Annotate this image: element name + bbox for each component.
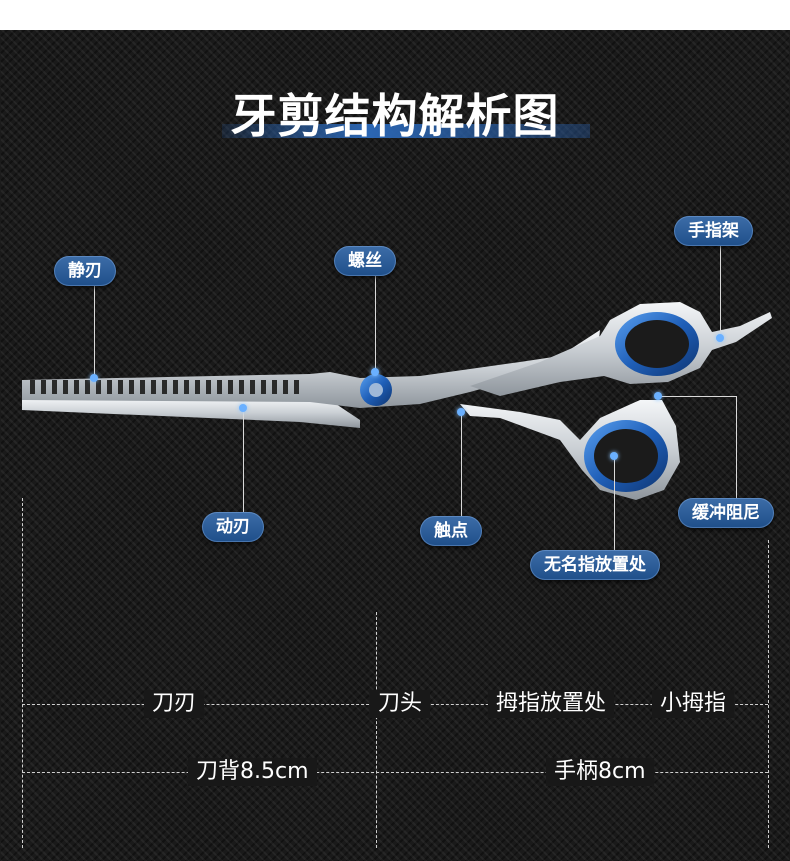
measure-thumb-rest: 拇指放置处 — [488, 690, 615, 718]
label-ring-finger-rest: 无名指放置处 — [530, 550, 660, 580]
contact-point-callout-dot — [457, 408, 465, 416]
title-underline — [222, 124, 590, 138]
buffer-callout-hline — [660, 396, 736, 397]
label-static-blade: 静刃 — [54, 256, 116, 286]
finger-rest-callout-line — [720, 246, 721, 338]
label-finger-rest: 手指架 — [674, 216, 753, 246]
ring-finger-callout-dot — [610, 452, 618, 460]
blade-teeth — [30, 380, 299, 394]
guide-right — [768, 540, 769, 848]
buffer-callout-dot — [654, 392, 662, 400]
guide-mid — [376, 612, 377, 848]
static-blade-callout-dot — [90, 374, 98, 382]
measure-handle: 手柄8cm — [546, 758, 654, 786]
moving-blade-callout-dot — [239, 404, 247, 412]
measure-row-2-line — [22, 772, 768, 773]
label-buffer: 缓冲阻尼 — [678, 498, 774, 528]
guide-left — [22, 498, 23, 848]
static-blade-callout-line — [94, 286, 95, 378]
measure-little-thumb: 小拇指 — [652, 690, 735, 718]
moving-blade-callout-line — [243, 408, 244, 512]
top-white-bar — [0, 0, 790, 30]
buffer-callout-vline — [736, 396, 737, 498]
finger-rest-callout-dot — [716, 334, 724, 342]
label-moving-blade: 动刃 — [202, 512, 264, 542]
measure-blade-edge: 刀刃 — [144, 690, 205, 718]
measure-blade-tip: 刀头 — [370, 690, 431, 718]
page-title: 牙剪结构解析图 — [230, 89, 560, 143]
label-screw: 螺丝 — [334, 246, 396, 276]
contact-point-callout-line — [461, 412, 462, 516]
label-contact-point: 触点 — [420, 516, 482, 546]
measure-blade-back: 刀背8.5cm — [188, 758, 317, 786]
screw-callout-line — [375, 276, 376, 372]
static-blade-shape — [22, 330, 600, 408]
ring-finger-callout-line — [614, 456, 615, 550]
screw-callout-dot — [371, 368, 379, 376]
moving-blade-shape — [22, 398, 360, 428]
